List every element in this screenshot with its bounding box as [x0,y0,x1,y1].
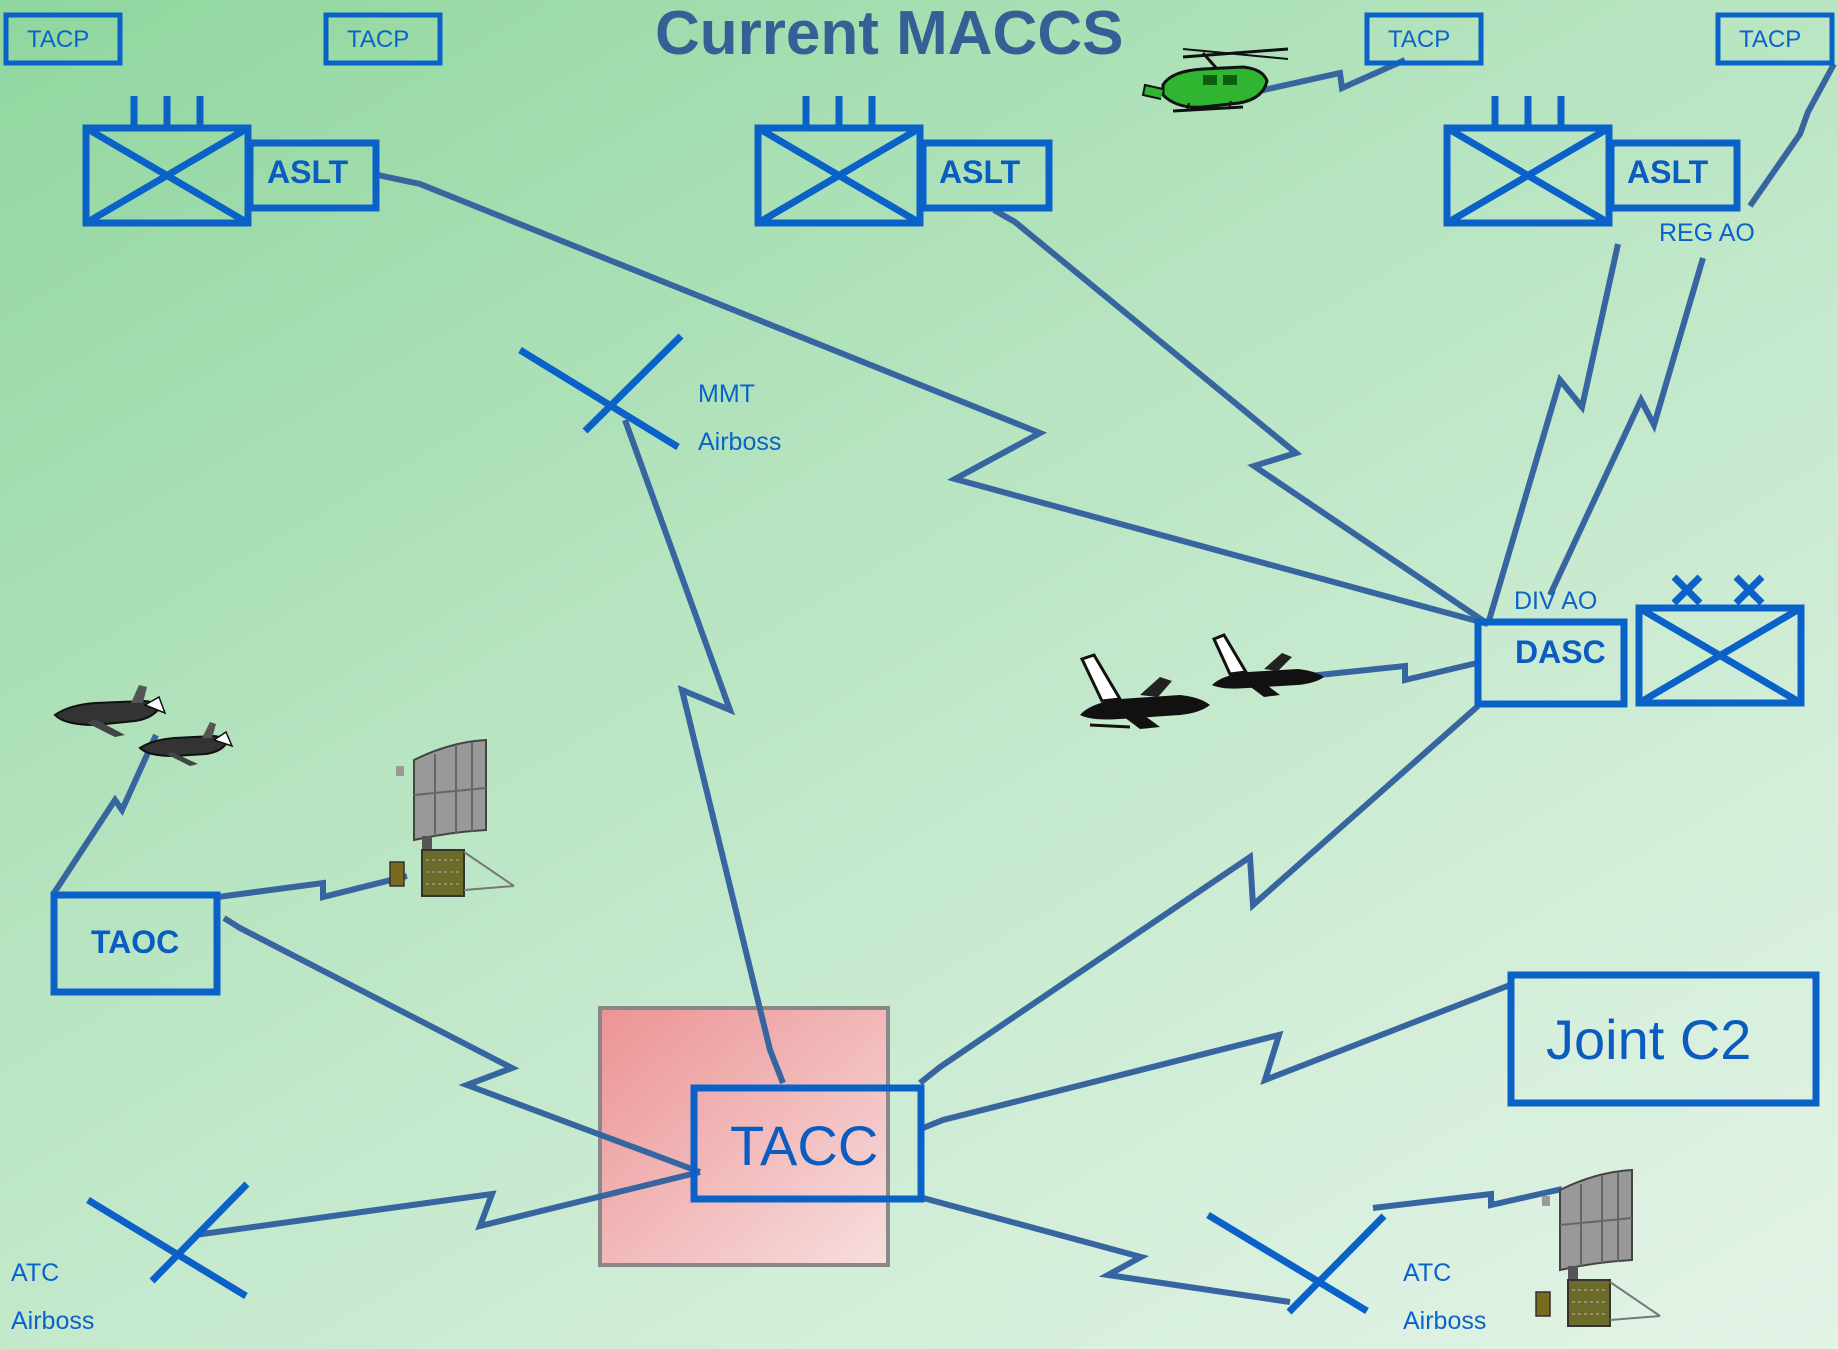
tacp-box-1 [3,12,123,66]
fighter-jet-icon [1079,653,1210,729]
division-unit-symbol [1635,574,1805,707]
taoc-label: TAOC [91,924,180,960]
dasc-box [1474,618,1628,708]
atc-right-antenna-icon [1206,1212,1387,1315]
page-title: Current MACCS [655,0,1124,68]
link-tacc-to-joint-c2 [921,982,1512,1131]
infantry-unit-left-symbol [82,96,252,227]
helicopter-icon [1141,47,1289,113]
link-aslt-right-to-dasc [1485,243,1621,625]
tacp-box-4 [1715,12,1835,66]
link-taoc-to-tacc [222,915,702,1175]
fighter-jet-icon [53,685,167,737]
tacc-label: TACC [730,1114,879,1177]
link-aslt-left-to-dasc [377,172,1489,627]
taoc-box [50,891,221,996]
atc-left-antenna-icon [86,1181,250,1299]
atc-left-airboss-label: Airboss [11,1307,95,1335]
atc-right-label: ATC [1403,1259,1452,1287]
aslt-right-box [1607,139,1741,212]
link-tacc-to-mmt [622,418,786,1085]
tacp-box-3 [1364,12,1484,66]
mmt-airboss-label: Airboss [698,428,782,456]
aslt-right-label: ASLT [1627,154,1709,190]
link-tacc-to-atc-left [194,1169,701,1238]
mmt-label: MMT [698,380,755,408]
link-jets-to-dasc [1289,660,1478,684]
div-ao-label: DIV AO [1514,587,1598,615]
link-taoc-to-radar [217,873,408,901]
link-taoc-to-jets [51,733,159,895]
dasc-label: DASC [1515,634,1606,670]
reg-ao-label: REG AO [1659,219,1755,247]
aslt-center-box [919,139,1053,212]
tacp-label-3: TACP [1388,26,1451,53]
tacc-background [598,1006,890,1267]
link-reg-ao-to-div-ao [1547,257,1706,597]
tacp-label-4: TACP [1739,26,1802,53]
infantry-unit-center-symbol [754,96,924,227]
aslt-left-label: ASLT [267,154,349,190]
fighter-jet-icon [1211,633,1324,697]
infantry-unit-right-symbol [1443,96,1613,227]
fighter-jet-icon [138,722,234,766]
radar-icon [1535,1168,1661,1327]
tacc-box [690,1084,925,1203]
link-atc-right-to-radar [1372,1186,1563,1211]
mmt-antenna-icon [518,333,684,450]
tacp-label-1: TACP [27,26,90,53]
aslt-left-box [246,139,380,212]
radar-icon [389,738,515,897]
link-tacc-to-dasc [918,703,1480,1086]
link-tacp-to-reg-ao [1747,62,1837,208]
link-aslt-center-to-dasc [992,207,1490,627]
link-helicopter-to-tacp [1231,57,1407,100]
aslt-center-label: ASLT [939,154,1021,190]
link-tacc-to-atc-right [922,1195,1291,1305]
tacp-box-2 [323,12,443,66]
joint-c2-label: Joint C2 [1546,1008,1752,1071]
atc-right-airboss-label: Airboss [1403,1307,1487,1335]
tacp-label-2: TACP [347,26,410,53]
atc-left-label: ATC [11,1259,60,1287]
joint-c2-box [1507,971,1820,1107]
